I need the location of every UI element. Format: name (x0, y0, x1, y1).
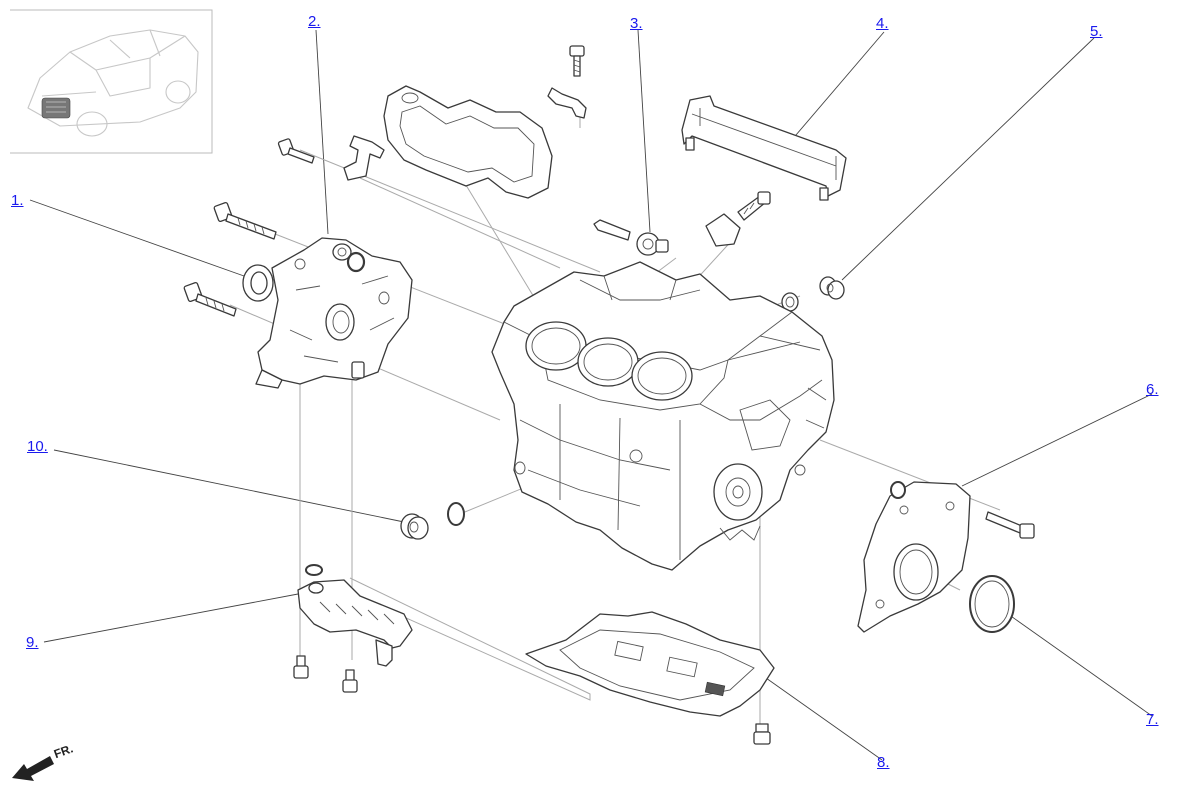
timing-cover-bolt-upper (213, 202, 277, 240)
callout-1[interactable]: 1. (11, 192, 24, 209)
front-oil-seal (242, 264, 274, 302)
valley-baffle-plate (681, 95, 847, 201)
intake-manifold-gasket (383, 85, 553, 199)
strainer-bolt-right (342, 669, 358, 693)
block-drain-plug (400, 513, 429, 540)
harness-bracket-left (343, 135, 385, 181)
drain-plug-seal-ring (447, 502, 465, 526)
knock-sensor-front (593, 219, 669, 256)
knock-sensor-rear (705, 191, 771, 247)
callout-9[interactable]: 9. (26, 634, 39, 651)
vehicle-locator-icon (10, 9, 213, 154)
cylinder-block (491, 261, 835, 571)
callout-10[interactable]: 10. (27, 438, 48, 455)
callout-8[interactable]: 8. (877, 754, 890, 771)
oil-strainer (297, 579, 413, 667)
strainer-o-ring (305, 564, 323, 576)
small-bolt-top-left (277, 138, 315, 164)
leader-lines (29, 29, 1153, 761)
rear-seal-retainer (857, 481, 971, 633)
callout-3[interactable]: 3. (630, 15, 643, 32)
callout-7[interactable]: 7. (1146, 711, 1159, 728)
callout-4[interactable]: 4. (876, 15, 889, 32)
baffle-bolt (753, 723, 771, 745)
oil-pan-baffle (525, 611, 775, 717)
callout-2[interactable]: 2. (308, 13, 321, 30)
harness-bracket-right (547, 45, 587, 119)
oil-pump-o-ring (346, 251, 366, 273)
oil-gallery-plug (819, 276, 845, 300)
strainer-bolt-left (293, 655, 309, 679)
front-direction-arrow-icon (12, 756, 54, 781)
retainer-bolt (985, 511, 1035, 539)
callout-6[interactable]: 6. (1146, 381, 1159, 398)
timing-cover-bolt-lower (183, 282, 237, 317)
rear-oil-seal (969, 575, 1015, 633)
retainer-o-ring (890, 481, 906, 499)
callout-5[interactable]: 5. (1090, 23, 1103, 40)
oil-pump-timing-cover (255, 237, 413, 389)
